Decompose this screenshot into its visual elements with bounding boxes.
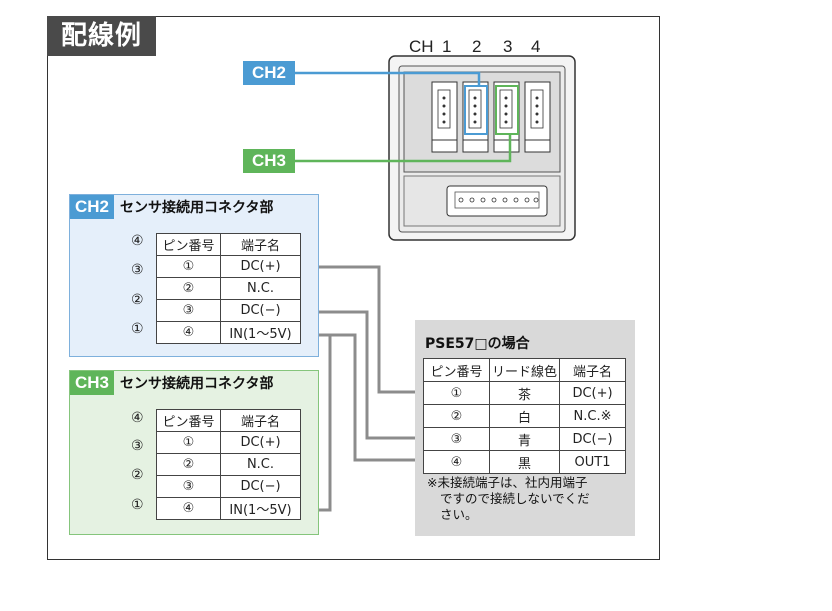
diagram-frame bbox=[47, 16, 660, 560]
ch2-leader-line bbox=[295, 71, 481, 86]
pin-number: ③ bbox=[156, 299, 221, 322]
table-row: ② N.C. bbox=[156, 277, 301, 300]
note-line-3: さい。 bbox=[440, 507, 478, 522]
terminal-name-header: 端子名 bbox=[220, 233, 301, 256]
pin-number: ④ bbox=[156, 497, 221, 520]
table-row: ④ 黒 OUT1 bbox=[423, 450, 626, 474]
terminal-name: IN(1〜5V) bbox=[220, 497, 301, 520]
pin-number: ④ bbox=[156, 321, 221, 344]
pin-number: ① bbox=[156, 431, 221, 454]
ch-number-3: 3 bbox=[503, 37, 513, 56]
table-row: ① DC(+) bbox=[156, 431, 301, 454]
ch3-callout-1: ① bbox=[131, 496, 144, 512]
ch2-pin-table: ピン番号 端子名 ① DC(+) ② N.C. ③ DC(−) ④ IN(1〜5… bbox=[156, 233, 301, 344]
ch3-pin-table: ピン番号 端子名 ① DC(+) ② N.C. ③ DC(−) ④ IN(1〜5… bbox=[156, 409, 301, 520]
ch-label: CH bbox=[409, 37, 434, 56]
ch3-connector-panel: CH3 センサ接続用コネクタ部 ④ ③ ② ① ピン番号 端子名 ① DC(+)… bbox=[69, 370, 319, 535]
pin-number: ① bbox=[423, 381, 490, 405]
table-header-row: ピン番号 端子名 bbox=[156, 233, 301, 256]
ch2-panel-header: CH2 センサ接続用コネクタ部 bbox=[70, 195, 273, 219]
table-row: ③ DC(−) bbox=[156, 475, 301, 498]
ch2-connector-panel: CH2 センサ接続用コネクタ部 ④ ③ ② ① ピン番号 端子名 ① DC(+)… bbox=[69, 194, 319, 357]
table-row: ② 白 N.C.※ bbox=[423, 404, 626, 428]
terminal-name-header: 端子名 bbox=[559, 358, 626, 382]
terminal-name: N.C.※ bbox=[559, 404, 626, 428]
terminal-name: DC(+) bbox=[220, 431, 301, 454]
ch2-panel-tag: CH2 bbox=[70, 195, 115, 219]
gray-wires bbox=[305, 265, 425, 512]
pin-number: ① bbox=[156, 255, 221, 278]
ch3-callout-2: ② bbox=[131, 466, 144, 482]
pin-number: ② bbox=[423, 404, 490, 428]
ch2-callout-3: ③ bbox=[131, 261, 144, 277]
terminal-name: OUT1 bbox=[559, 450, 626, 474]
note-line-1: ※未接続端子は、社内用端子 bbox=[427, 475, 588, 490]
terminal-name: DC(−) bbox=[220, 475, 301, 498]
table-row: ④ IN(1〜5V) bbox=[156, 497, 301, 520]
ch2-panel-title: センサ接続用コネクタ部 bbox=[120, 200, 274, 216]
pin-number-header: ピン番号 bbox=[156, 409, 221, 432]
terminal-name: DC(−) bbox=[220, 299, 301, 322]
ch3-panel-tag: CH3 bbox=[70, 371, 115, 395]
table-row: ① DC(+) bbox=[156, 255, 301, 278]
pin-number: ② bbox=[156, 277, 221, 300]
ch3-panel-title: センサ接続用コネクタ部 bbox=[120, 376, 274, 392]
connector-device-illustration bbox=[388, 55, 576, 241]
pse57-panel: PSE57□の場合 ピン番号 リード線色 端子名 ① 茶 DC(+) ② 白 N… bbox=[415, 320, 635, 536]
pse57-table: ピン番号 リード線色 端子名 ① 茶 DC(+) ② 白 N.C.※ ③ 青 D… bbox=[423, 358, 626, 474]
ch3-leader-line bbox=[295, 134, 512, 163]
lead-wire-color-header: リード線色 bbox=[489, 358, 560, 382]
ch2-callout-1: ① bbox=[131, 320, 144, 336]
lead-wire-color: 黒 bbox=[489, 450, 560, 474]
ch2-tag: CH2 bbox=[243, 61, 295, 85]
table-header-row: ピン番号 端子名 bbox=[156, 409, 301, 432]
lead-wire-color: 青 bbox=[489, 427, 560, 451]
table-row: ④ IN(1〜5V) bbox=[156, 321, 301, 344]
table-row: ③ 青 DC(−) bbox=[423, 427, 626, 451]
ch-number-1: 1 bbox=[442, 37, 452, 56]
table-row: ① 茶 DC(+) bbox=[423, 381, 626, 405]
ch3-tag: CH3 bbox=[243, 149, 295, 173]
pin-number-header: ピン番号 bbox=[423, 358, 490, 382]
note-line-2: ですので接続しないでくだ bbox=[440, 491, 590, 506]
ch3-callout-3: ③ bbox=[131, 437, 144, 453]
pse57-note: ※未接続端子は、社内用端子 ですので接続しないでくだ さい。 bbox=[427, 475, 632, 523]
terminal-name: N.C. bbox=[220, 277, 301, 300]
terminal-name: DC(+) bbox=[220, 255, 301, 278]
terminal-name: IN(1〜5V) bbox=[220, 321, 301, 344]
pin-number: ③ bbox=[156, 475, 221, 498]
table-row: ② N.C. bbox=[156, 453, 301, 476]
table-row: ③ DC(−) bbox=[156, 299, 301, 322]
terminal-name: DC(−) bbox=[559, 427, 626, 451]
table-header-row: ピン番号 リード線色 端子名 bbox=[423, 358, 626, 382]
terminal-name-header: 端子名 bbox=[220, 409, 301, 432]
ch2-callout-2: ② bbox=[131, 291, 144, 307]
lead-wire-color: 白 bbox=[489, 404, 560, 428]
ch-number-2: 2 bbox=[472, 37, 482, 56]
pin-number: ③ bbox=[423, 427, 490, 451]
ch-number-4: 4 bbox=[531, 37, 541, 56]
pin-number: ④ bbox=[423, 450, 490, 474]
lead-wire-color: 茶 bbox=[489, 381, 560, 405]
pin-number: ② bbox=[156, 453, 221, 476]
pse57-title: PSE57□の場合 bbox=[425, 336, 530, 352]
ch3-panel-header: CH3 センサ接続用コネクタ部 bbox=[70, 371, 273, 395]
terminal-name: N.C. bbox=[220, 453, 301, 476]
terminal-name: DC(+) bbox=[559, 381, 626, 405]
pin-number-header: ピン番号 bbox=[156, 233, 221, 256]
ch3-callout-4: ④ bbox=[131, 409, 144, 425]
diagram-title: 配線例 bbox=[47, 16, 156, 56]
wire-terminals bbox=[300, 262, 430, 515]
ch2-callout-4: ④ bbox=[131, 232, 144, 248]
